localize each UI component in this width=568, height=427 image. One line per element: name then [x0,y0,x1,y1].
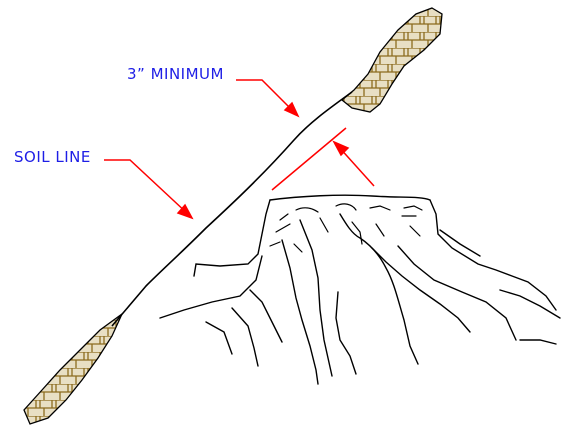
soil-hatch-lower [23,312,124,425]
soil-line-label: SOIL LINE [14,148,91,166]
root-ball-texture [269,203,423,253]
soil-line [111,91,353,327]
depth-marker [271,127,375,191]
root-ball [159,194,561,385]
minimum-leader [236,79,300,118]
minimum-depth-label: 3” MINIMUM [127,65,224,83]
soil-line-leader [104,159,194,220]
soil-hatch-upper [340,7,443,113]
